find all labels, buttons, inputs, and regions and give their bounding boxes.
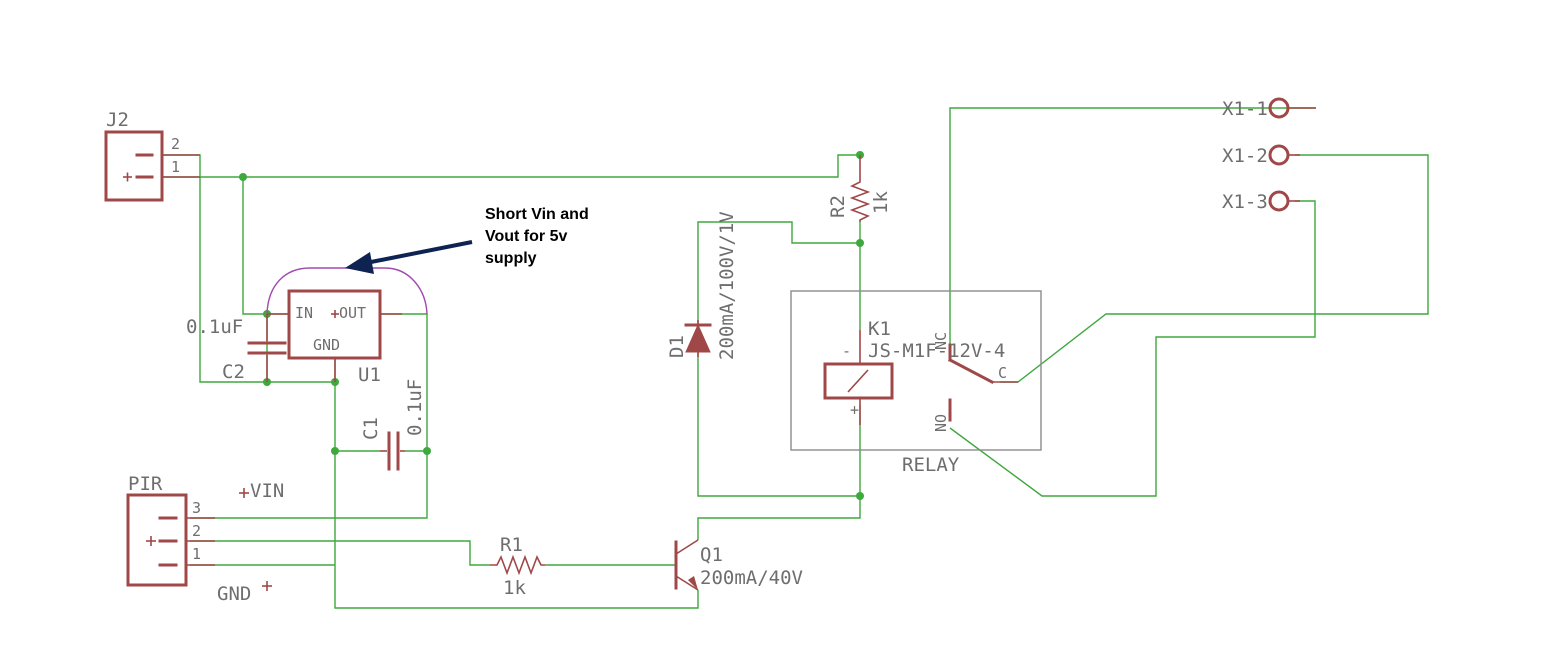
label-pir-pin3: 3 (192, 499, 201, 517)
label-u1: U1 (358, 364, 381, 386)
label-vin: VIN (250, 480, 284, 502)
label-r2-value: 1k (870, 191, 892, 214)
resistor-r2 (849, 155, 871, 222)
connector-j2 (104, 130, 200, 202)
label-x1-2: X1-2 (1222, 145, 1268, 167)
label-c1-value: 0.1uF (404, 379, 426, 436)
label-pir-pin1: 1 (192, 545, 201, 563)
label-x1-3: X1-3 (1222, 191, 1268, 213)
label-c2: C2 (222, 361, 245, 383)
label-pir-pin2: 2 (192, 522, 201, 540)
note-line-3: supply (485, 250, 537, 267)
label-pir: PIR (128, 473, 163, 495)
label-u1-in: IN (295, 304, 313, 322)
label-relay-frame: RELAY (902, 454, 960, 476)
label-x1-1: X1-1 (1222, 98, 1268, 120)
annotation-arrow (345, 240, 473, 274)
label-r1-value: 1k (503, 577, 526, 599)
note-line-1: Short Vin and (485, 206, 589, 223)
capacitor-c2 (247, 314, 287, 382)
label-r1: R1 (500, 534, 523, 556)
diode-d1 (684, 320, 712, 357)
label-j2-pin2: 2 (171, 135, 180, 153)
label-j2-pin1: 1 (171, 158, 180, 176)
label-relay-coil-minus: - (842, 342, 851, 360)
label-r2: R2 (827, 195, 849, 218)
label-c2-value: 0.1uF (186, 316, 243, 338)
label-c1: C1 (360, 417, 382, 440)
label-u1-out: OUT (339, 304, 366, 322)
label-relay-no: NO (932, 414, 950, 432)
transistor-q1 (674, 539, 699, 591)
label-relay-nc: NC (932, 332, 950, 350)
junction-dots (239, 151, 864, 500)
label-d1-value: 200mA/100V/1V (716, 211, 738, 360)
label-q1-value: 200mA/40V (700, 567, 803, 589)
label-gnd: GND (217, 583, 251, 605)
connector-x1 (1268, 97, 1316, 212)
label-q1: Q1 (700, 544, 723, 566)
label-k1: K1 (868, 318, 891, 340)
label-j2: J2 (106, 109, 129, 131)
label-k1-part: JS-M1F-12V-4 (868, 340, 1005, 362)
note-line-2: Vout for 5v (485, 228, 567, 245)
relay-frame (790, 290, 1042, 451)
label-d1: D1 (666, 335, 688, 358)
label-relay-c: C (998, 364, 1007, 382)
capacitor-c1 (380, 431, 405, 471)
label-relay-coil-plus: + (850, 401, 859, 419)
relay-k1 (790, 290, 1042, 451)
resistor-r1 (490, 554, 545, 576)
connector-pir (126, 493, 215, 587)
regulator-u1 (267, 289, 402, 382)
label-u1-gnd: GND (313, 336, 340, 354)
